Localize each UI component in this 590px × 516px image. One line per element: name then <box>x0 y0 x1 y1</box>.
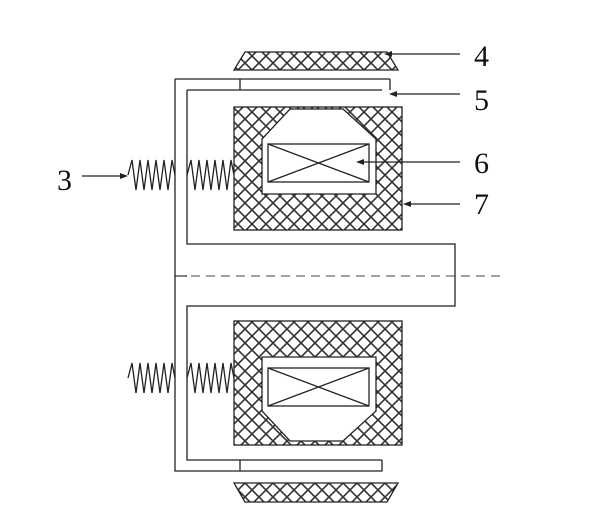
upper-left-spring <box>127 159 176 191</box>
armature-frame-outer <box>174 78 391 472</box>
bottom-friction-block <box>232 482 400 503</box>
leader-7-arrow <box>403 201 411 207</box>
top-friction-block <box>232 51 400 71</box>
label-3: 3 <box>57 164 72 197</box>
lower-left-spring <box>127 362 176 394</box>
label-6: 6 <box>474 147 489 180</box>
leader-3-arrow <box>120 173 128 179</box>
label-7: 7 <box>474 188 489 221</box>
label-5: 5 <box>474 84 489 117</box>
lower-right-spring <box>186 362 235 394</box>
upper-coil-cross <box>267 143 370 183</box>
lower-coil-cross <box>267 367 370 407</box>
leader-4-arrow <box>384 51 392 57</box>
label-4: 4 <box>474 40 489 73</box>
leader-5-arrow <box>389 91 397 97</box>
leader-6-arrow <box>356 159 364 165</box>
upper-right-spring <box>186 159 235 191</box>
